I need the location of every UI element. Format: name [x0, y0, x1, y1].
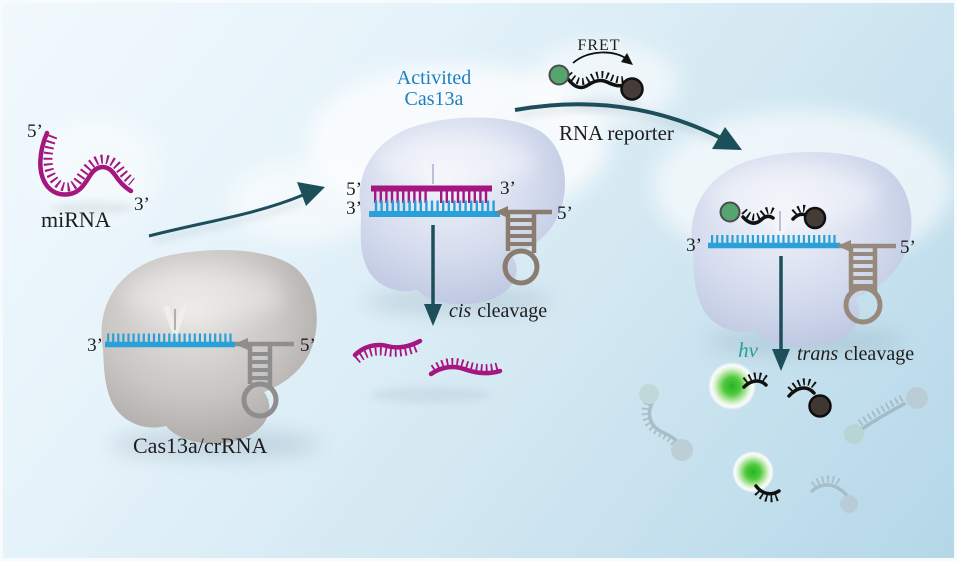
- binding-arrow-shaft: [148, 193, 304, 238]
- intact-reporters-faded: [639, 384, 928, 513]
- glowing-fluorophore-1: [708, 362, 756, 410]
- duplex-five-prime-left: 5’: [346, 179, 362, 200]
- hv-fluorescence-label: hν: [738, 338, 759, 362]
- quencher-icon: [620, 77, 644, 101]
- cis-cleavage-arrow: [424, 225, 442, 326]
- cleaved-reporter: [719, 201, 827, 230]
- rna-reporter-arrow-shaft: [514, 102, 724, 141]
- mirna-five-prime-label: 5’: [27, 121, 43, 142]
- cis-cleavage-label: cis cleavage: [449, 300, 547, 322]
- diagram-canvas: 5’ 3’ miRNA 3’ 5’ Cas13a/crRNA: [27, 37, 953, 513]
- binding-arrow-head: [297, 182, 325, 206]
- reporter-teeth: [566, 71, 627, 85]
- trans-cleavage-label: trans cleavage: [797, 343, 914, 365]
- fragment-1-teeth: [354, 343, 421, 364]
- fragment-1: [352, 338, 423, 358]
- released-quencher: [808, 394, 832, 418]
- fret-label: FRET: [577, 37, 620, 54]
- reporter-fragment-left: [741, 214, 775, 225]
- cleavage-word: cleavage: [844, 343, 914, 365]
- glowing-fluorophore-2: [732, 451, 774, 493]
- rna-reporter-arrow: [514, 102, 742, 150]
- fluorophore-icon: [719, 201, 741, 223]
- activated-title-line2: Cas13a: [405, 88, 464, 110]
- released-products: [708, 362, 832, 503]
- activated-cas13a-complex: [359, 117, 566, 305]
- crrna-three-prime-label: 3’: [87, 335, 103, 356]
- activated-title-line1: Activited: [397, 67, 471, 89]
- duplex-three-prime-right: 3’: [500, 178, 516, 199]
- mirna-label: miRNA: [41, 207, 111, 232]
- crrna-five-prime-label: 5’: [300, 335, 316, 356]
- faded-reporter-right: [844, 387, 928, 444]
- binding-arrow: [148, 182, 325, 243]
- mirna-crrna-duplex: [369, 185, 500, 217]
- hairpin-fold-hook: [234, 338, 248, 350]
- quencher-icon: [803, 206, 827, 230]
- duplex-three-prime-left: 3’: [346, 198, 362, 219]
- cas13a-crrna-complex: [101, 250, 317, 444]
- trans-word: trans: [797, 343, 838, 365]
- reporter-backbone: [566, 77, 626, 90]
- cis-word: cis: [449, 300, 471, 322]
- right-three-prime-label: 3’: [686, 235, 702, 256]
- rna-reporter-label: RNA reporter: [559, 121, 674, 145]
- fluorophore-1-fragment: [742, 379, 768, 389]
- fret-reporter-icon: [548, 51, 644, 101]
- crrna-hairpin: [500, 209, 552, 286]
- mirna-backbone: [38, 130, 134, 197]
- trans-cleavage-arrow: [772, 256, 790, 371]
- fluorophore-icon: [548, 64, 570, 86]
- faded-fragment-bottom: [810, 475, 858, 513]
- protein-notch: [163, 305, 187, 340]
- cas13a-crrna-label: Cas13a/crRNA: [133, 433, 268, 458]
- duplex-five-prime-right: 5’: [557, 203, 573, 224]
- mirna-teeth: [43, 134, 135, 192]
- fragment-2: [428, 364, 503, 377]
- hairpin-fold-hook: [837, 240, 851, 252]
- cleavage-word: cleavage: [477, 300, 547, 322]
- mirna-strand: [38, 130, 135, 197]
- mirna-three-prime-label: 3’: [134, 194, 150, 215]
- quencher-fragment: [787, 386, 816, 398]
- cleaved-mirna-fragments: [352, 338, 503, 377]
- reporter-bound-cas13a-complex: [691, 152, 912, 348]
- faded-reporter-left: [639, 384, 693, 461]
- fluorophore-2-fragment: [754, 484, 781, 496]
- rna-reporter-arrow-head: [712, 127, 742, 150]
- fret-arrow-head: [621, 53, 633, 65]
- hairpin-fold-hook: [495, 206, 508, 218]
- right-five-prime-label: 5’: [900, 237, 916, 258]
